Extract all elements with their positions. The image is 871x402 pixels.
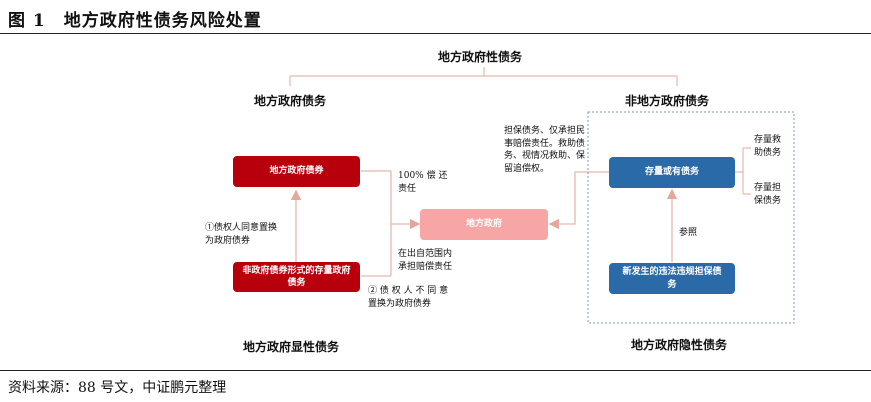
local-gov-box: 地方政府 xyxy=(420,209,548,240)
note-stock-rescue-line2: 助债务 xyxy=(754,147,782,158)
note-consent-swap-line2: 为政府债券 xyxy=(205,235,251,246)
note-guarantee-line4: 留追偿权。 xyxy=(504,163,550,174)
note-guarantee-rescue: 担保债务、仅承担民 事赔偿责任。救助债 务、视情况救助、保 留追偿权。 xyxy=(504,125,585,175)
root-label: 地方政府性债务 xyxy=(438,50,523,64)
note-stock-guarantee-debt: 存量担 保债务 xyxy=(754,182,781,207)
explicit-debt-label: 地方政府显性债务 xyxy=(243,340,340,354)
right-branch-label: 非地方政府债务 xyxy=(625,94,710,108)
new-illegal-guarantee-box: 新发生的违法违规担保债务 xyxy=(609,263,735,294)
note-limited-line2: 承担赔偿责任 xyxy=(398,261,453,272)
note-stock-rescue-debt: 存量救 助债务 xyxy=(754,134,781,159)
note-consent-swap: ①债权人同意置换 为政府债券 xyxy=(205,222,277,247)
note-full-repay: 100% 偿 还 责任 xyxy=(398,170,447,195)
hidden-debt-region xyxy=(587,111,795,324)
bottom-rule xyxy=(0,370,871,371)
note-guarantee-line2: 事赔偿责任。救助债 xyxy=(504,138,586,149)
gov-bond-box: 地方政府债券 xyxy=(233,156,360,187)
note-full-repay-line1: 100% 偿 还 xyxy=(398,171,448,181)
top-rule xyxy=(0,33,871,34)
right-bracket xyxy=(735,147,751,195)
left-bracket xyxy=(361,170,392,277)
top-bracket xyxy=(289,67,678,86)
note-limited-line1: 在出自范围内 xyxy=(398,249,453,259)
note-limited-liability: 在出自范围内 承担赔偿责任 xyxy=(398,248,452,273)
note-stock-rescue-line1: 存量救 xyxy=(754,135,782,145)
hidden-debt-label: 地方政府隐性债务 xyxy=(631,338,728,352)
note-consent-swap-line1: ①债权人同意置换 xyxy=(205,223,278,233)
note-guarantee-line1: 担保债务、仅承担民 xyxy=(504,126,586,136)
arrow-hidden-to-gov xyxy=(548,171,609,230)
non-bond-debt-box: 非政府债券形式的存量政府债务 xyxy=(233,262,360,292)
note-full-repay-line2: 责任 xyxy=(398,183,417,194)
note-no-consent-line1: ② 债 权 人 不 同 意 xyxy=(368,286,449,296)
note-stock-guarantee-line2: 保债务 xyxy=(754,195,782,206)
note-reference: 参照 xyxy=(679,228,698,238)
figure-title: 图 1 地方政府性债务风险处置 xyxy=(8,11,262,31)
note-no-consent-line2: 置换为政府债券 xyxy=(368,298,432,309)
left-branch-label: 地方政府债务 xyxy=(254,94,327,108)
source-note: 资料来源：88 号文，中证鹏元整理 xyxy=(8,380,227,396)
note-guarantee-line3: 务、视情况救助、保 xyxy=(504,151,586,162)
note-stock-guarantee-line1: 存量担 xyxy=(754,183,782,193)
note-no-consent: ② 债 权 人 不 同 意 置换为政府债券 xyxy=(368,285,448,310)
stock-contingent-debt-box: 存量或有债务 xyxy=(609,157,735,188)
